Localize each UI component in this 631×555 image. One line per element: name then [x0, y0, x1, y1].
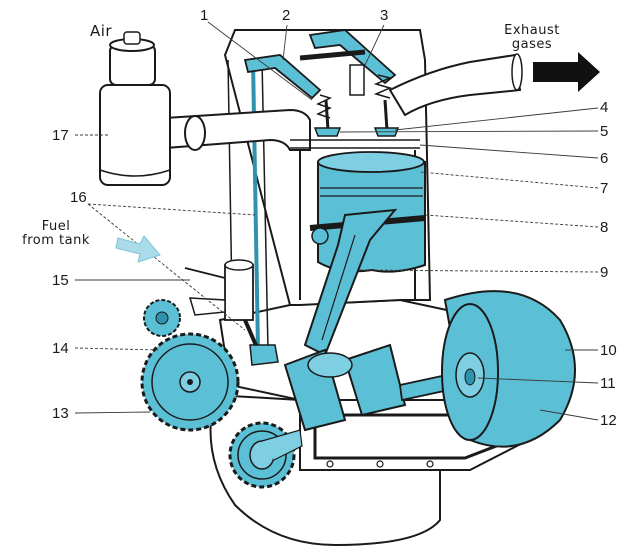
fuel-arrow-icon [115, 235, 161, 263]
small-gear [143, 299, 181, 337]
rocker-arm-2 [308, 29, 397, 85]
part-label-9: 9 [600, 264, 609, 281]
part-label-11: 11 [600, 375, 616, 392]
flywheel [441, 290, 576, 448]
cam-gear [140, 332, 240, 432]
air-label: Air [90, 22, 113, 40]
part-label-7: 7 [600, 180, 609, 197]
head-line [290, 139, 420, 149]
exhaust-label: Exhaust gases [482, 24, 582, 51]
fuel-label-line1: Fuel [41, 219, 71, 234]
part-label-3: 3 [380, 7, 389, 24]
tappet [249, 344, 279, 366]
exhaust-label-line2: gases [511, 36, 553, 52]
part-label-14: 14 [52, 340, 69, 357]
crank-gear [228, 421, 303, 489]
part-label-15: 15 [52, 272, 69, 289]
part-label-4: 4 [600, 99, 609, 116]
part-label-13: 13 [52, 405, 69, 422]
connecting-rod-rib [321, 234, 356, 341]
rocker-shaft [299, 49, 366, 61]
rocker-arm-1 [243, 54, 322, 100]
part-label-10: 10 [600, 342, 617, 359]
exhaust-arrow-icon [533, 52, 600, 92]
part-label-1: 1 [200, 7, 209, 24]
leader-lines [74, 21, 599, 421]
part-label-17: 17 [52, 127, 69, 144]
gudgeon-pin-end [311, 227, 329, 245]
fuel-label: Fuel from tank [6, 220, 106, 247]
part-label-8: 8 [600, 219, 609, 236]
exhaust-valve-stem [383, 99, 389, 131]
intake-joint [184, 115, 206, 151]
part-label-2: 2 [282, 7, 291, 24]
push-rod-tube [261, 59, 269, 351]
exhaust-pipe-end [511, 53, 523, 91]
inlet-valve-stem [324, 99, 330, 131]
part-label-6: 6 [600, 150, 609, 167]
fuel-label-line2: from tank [22, 232, 90, 248]
valve-springs [316, 64, 393, 119]
part-label-12: 12 [600, 412, 617, 429]
exhaust-label-line1: Exhaust [504, 23, 560, 38]
push-rod [251, 59, 260, 351]
air-filter [99, 31, 171, 186]
part-label-16: 16 [70, 189, 87, 206]
part-label-5: 5 [600, 123, 609, 140]
inlet-valve-head [313, 127, 342, 137]
